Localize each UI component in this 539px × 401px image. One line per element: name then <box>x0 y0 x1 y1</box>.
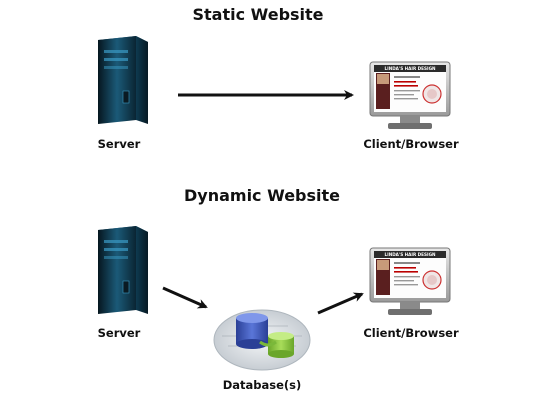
static-server-label: Server <box>97 137 141 151</box>
dynamic-server-label: Server <box>97 326 141 340</box>
static-client-label: Client/Browser <box>363 137 459 151</box>
client-monitor-icon <box>369 247 451 316</box>
database-label: Database(s) <box>222 378 302 392</box>
monitor-banner-text: LINDA'S HAIR DESIGN <box>384 66 436 71</box>
dynamic-client-label: Client/Browser <box>363 326 459 340</box>
server-to-db-arrow <box>162 286 208 309</box>
monitor-banner-text: LINDA'S HAIR DESIGN <box>384 252 436 257</box>
database-icon <box>213 309 311 371</box>
server-icon <box>97 36 149 125</box>
server-icon <box>97 226 149 315</box>
static-website-title: Static Website <box>192 5 324 24</box>
client-monitor-icon <box>369 61 451 130</box>
dynamic-website-title: Dynamic Website <box>184 186 340 205</box>
db-to-client-arrow <box>317 292 364 315</box>
